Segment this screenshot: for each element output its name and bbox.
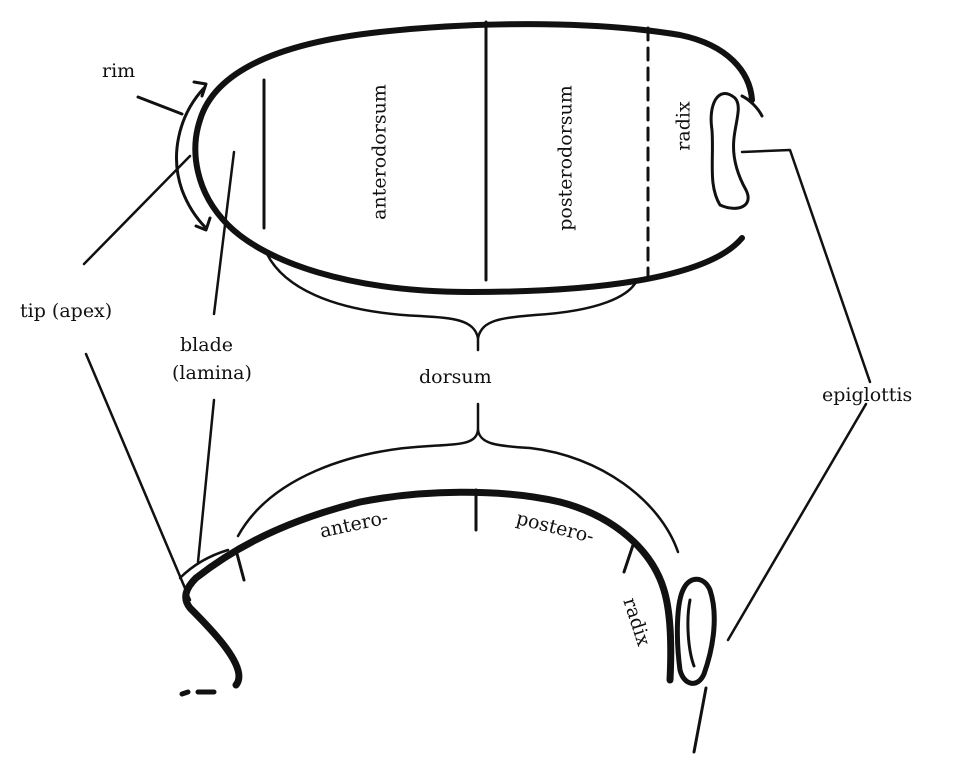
label-tip-apex: tip (apex) [20, 300, 113, 322]
label-rim: rim [102, 60, 136, 82]
label-blade: blade [180, 334, 233, 356]
tongue-sagittal-surface [182, 488, 675, 689]
tip-leader-bottom [84, 352, 192, 602]
label-radix-top: radix [672, 101, 695, 151]
label-posterodorsum: posterodorsum [554, 85, 577, 231]
tick-postero-radix [622, 540, 636, 574]
epiglottis-top [709, 92, 750, 210]
tick-blade-antero [234, 548, 246, 582]
epiglottis-top-edge [740, 94, 764, 118]
blade-leader-top [212, 150, 236, 316]
rim-arrow-curve [175, 86, 208, 230]
epiglottis-leader-top [740, 148, 872, 384]
epiglottis-sagittal [674, 576, 717, 686]
label-dorsum: dorsum [419, 366, 492, 388]
pharynx-wall [692, 686, 708, 754]
tip-leader-top [82, 154, 192, 266]
tongue-sagittal-tip-stub2 [179, 689, 191, 697]
rim-arrowhead-bottom [194, 216, 212, 232]
rim-leader [136, 95, 184, 116]
label-anterodorsum: anterodorsum [368, 84, 391, 220]
rim-arrowhead-top [192, 80, 208, 98]
epiglottis-sagittal-inner [686, 598, 696, 668]
blade-leader-bottom [196, 398, 216, 564]
blade-region-sagittal [178, 548, 230, 580]
label-lamina: (lamina) [172, 362, 252, 384]
dorsum-brace-bottom [236, 428, 680, 554]
dorsum-brace-top [264, 250, 638, 340]
tongue-top-outline [192, 21, 755, 295]
epiglottis-leader-bottom [726, 402, 868, 642]
label-epiglottis: epiglottis [822, 384, 913, 406]
